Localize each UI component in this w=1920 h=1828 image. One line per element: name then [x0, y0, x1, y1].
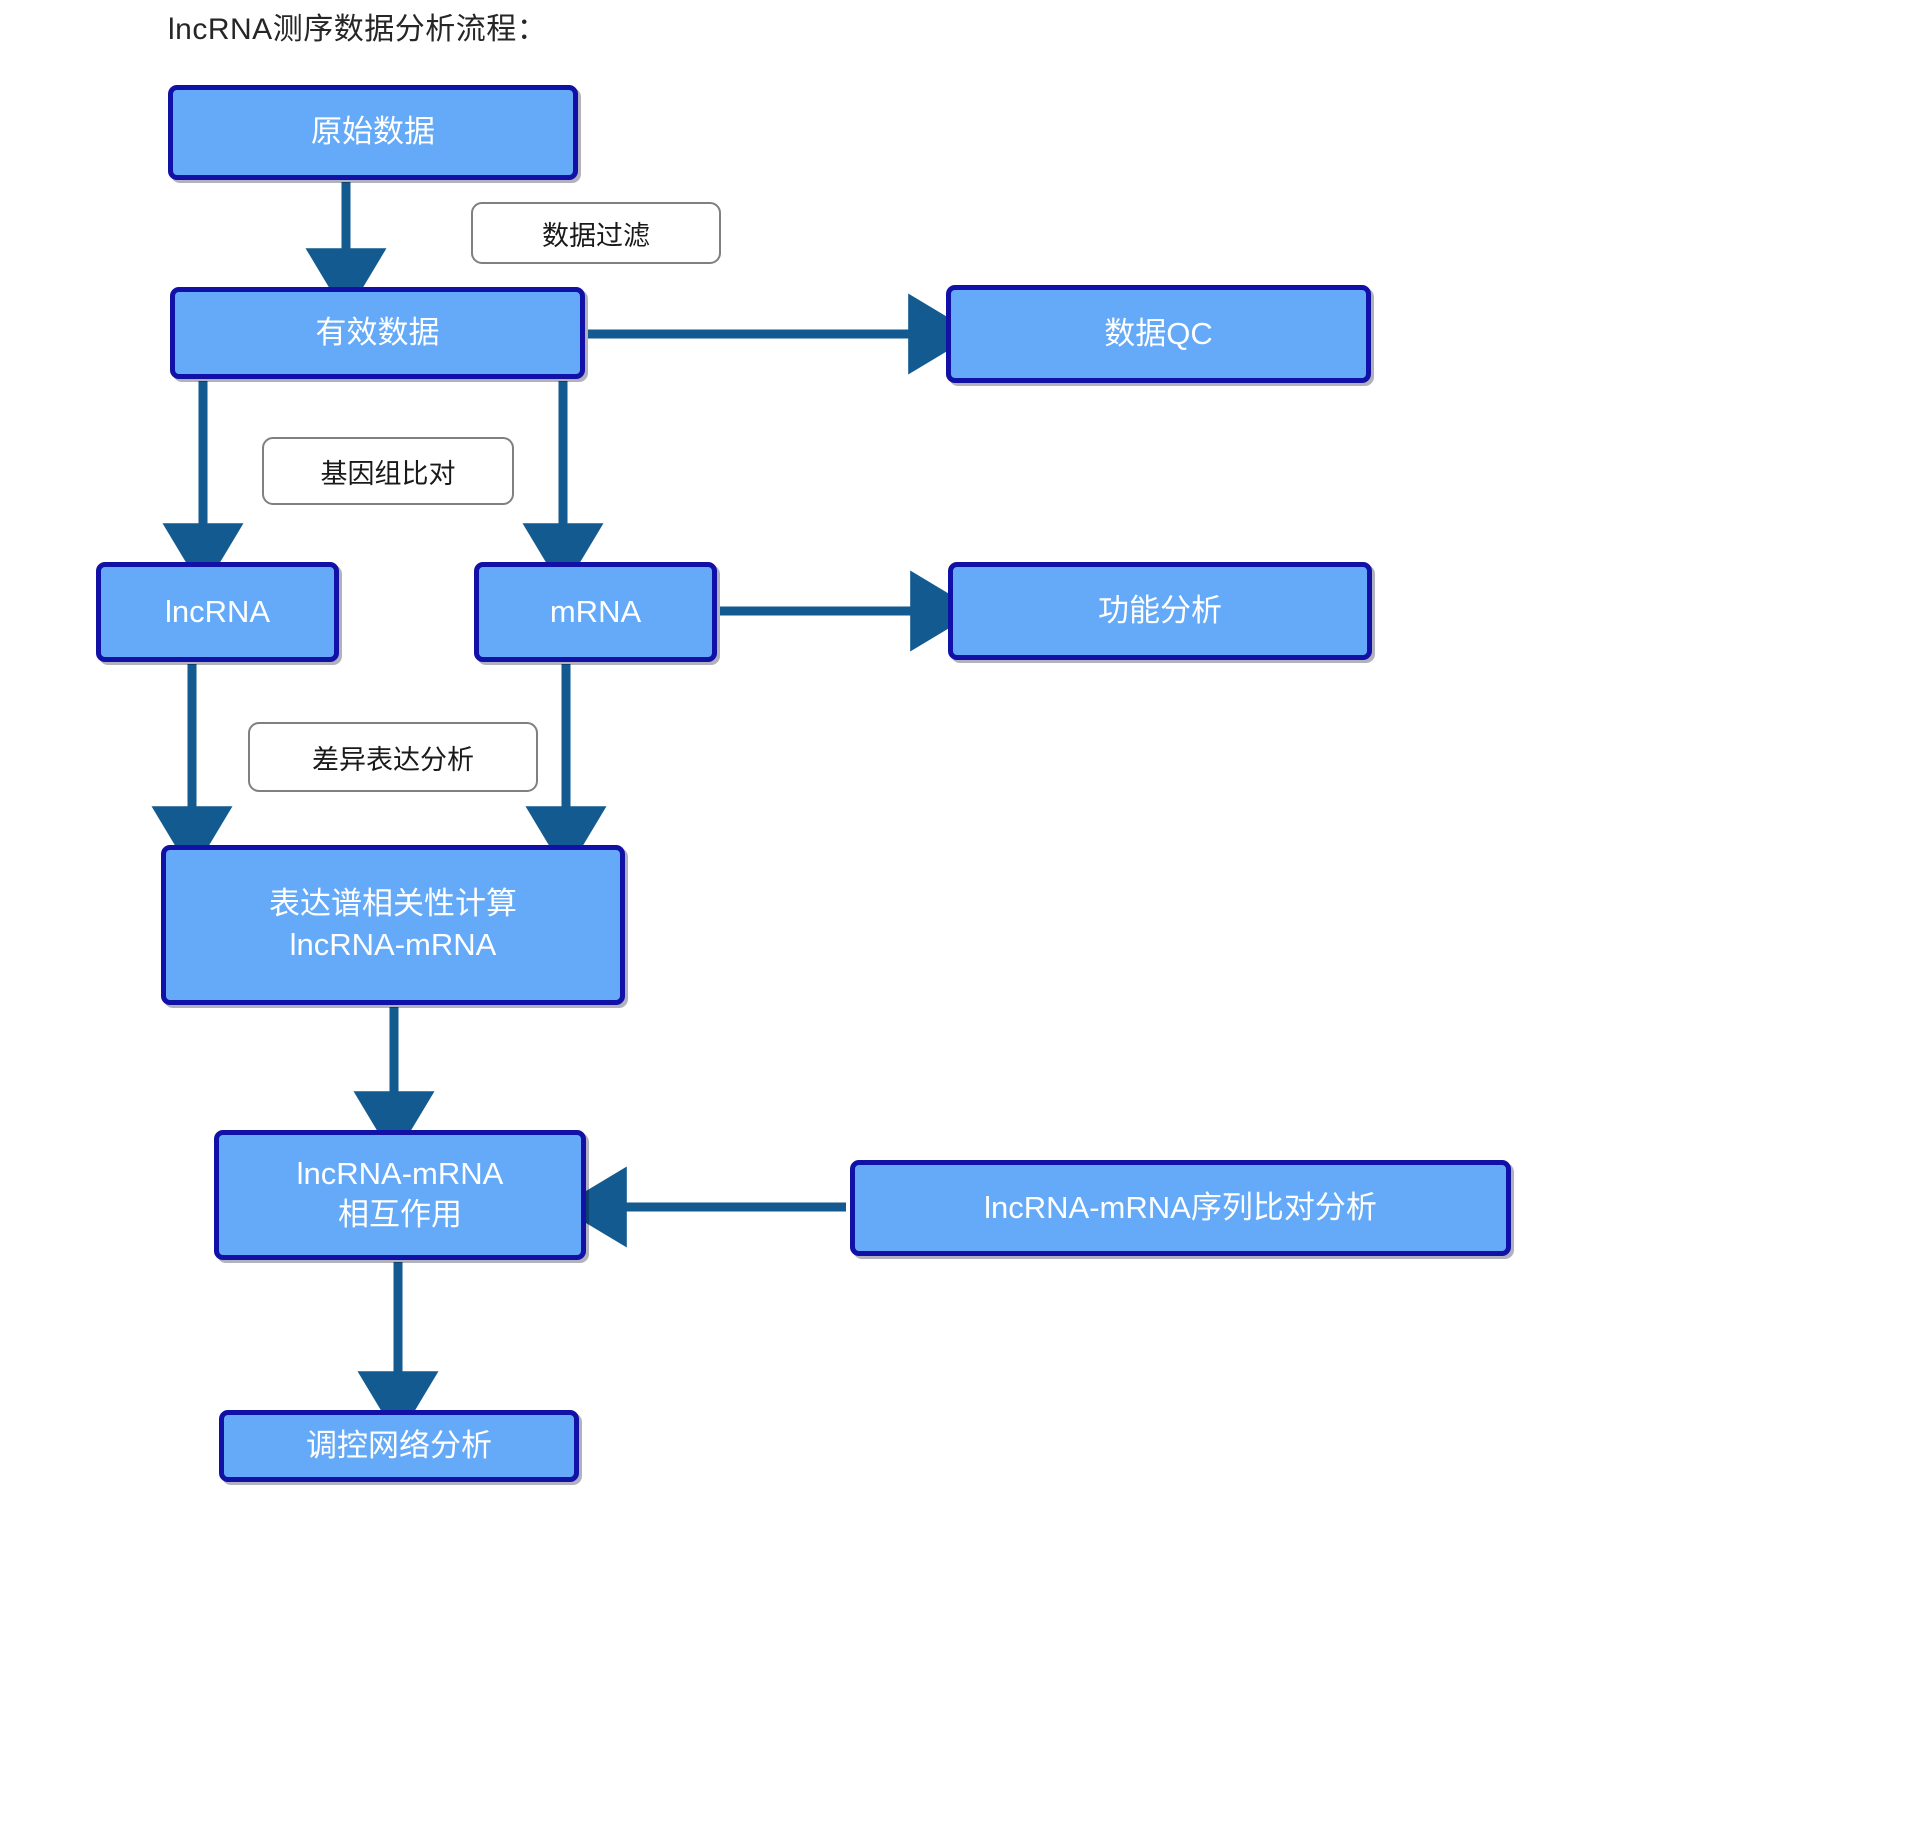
- edge-label-genome-align: 基因组比对: [262, 437, 514, 505]
- edge-label-genome-align-text: 基因组比对: [320, 458, 456, 489]
- node-function-analysis-label: 功能分析: [1098, 592, 1222, 628]
- node-function-analysis[interactable]: 功能分析: [948, 562, 1372, 660]
- node-data-qc-label: 数据QC: [1104, 315, 1213, 351]
- edge-label-data-filter-text: 数据过滤: [542, 220, 650, 251]
- node-mrna-label: mRNA: [549, 593, 642, 629]
- edge-label-data-filter: 数据过滤: [471, 202, 721, 264]
- edge-label-diff-express: 差异表达分析: [248, 722, 538, 792]
- node-seq-alignment[interactable]: lncRNA-mRNA序列比对分析: [850, 1160, 1511, 1256]
- node-raw-data-label: 原始数据: [311, 114, 435, 150]
- node-lncrna[interactable]: lncRNA: [96, 562, 339, 662]
- node-valid-data[interactable]: 有效数据: [170, 287, 585, 379]
- node-correlation[interactable]: 表达谱相关性计算 lncRNA-mRNA: [161, 845, 625, 1005]
- node-data-qc[interactable]: 数据QC: [946, 285, 1371, 383]
- edge-label-diff-express-text: 差异表达分析: [312, 744, 474, 775]
- node-valid-data-label: 有效数据: [315, 314, 440, 350]
- node-seq-alignment-label: lncRNA-mRNA序列比对分析: [984, 1189, 1377, 1225]
- node-lncrna-label: lncRNA: [164, 593, 271, 629]
- page-title: lncRNA测序数据分析流程：: [168, 13, 548, 46]
- node-raw-data[interactable]: 原始数据: [168, 85, 578, 180]
- node-network-analysis-label: 调控网络分析: [306, 1427, 492, 1463]
- node-mrna[interactable]: mRNA: [474, 562, 717, 662]
- node-network-analysis[interactable]: 调控网络分析: [219, 1410, 579, 1482]
- node-correlation-label: 表达谱相关性计算 lncRNA-mRNA: [269, 886, 517, 962]
- node-interaction-label: lncRNA-mRNA 相互作用: [296, 1156, 504, 1232]
- node-interaction[interactable]: lncRNA-mRNA 相互作用: [214, 1130, 586, 1260]
